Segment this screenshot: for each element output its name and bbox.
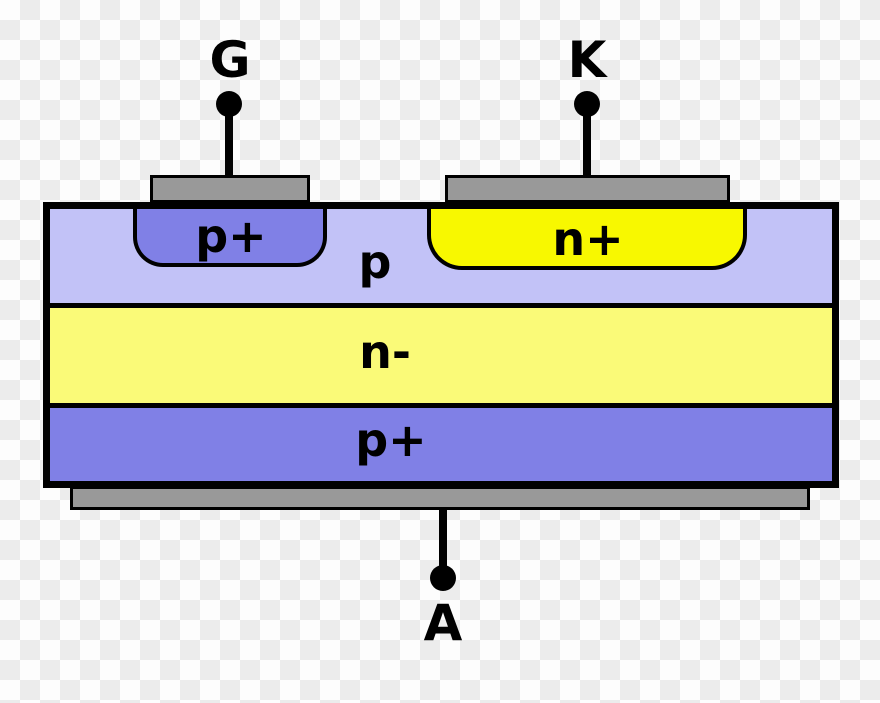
- gate-terminal-dot: [216, 91, 242, 117]
- p-plus-substrate-label: p+: [355, 413, 427, 467]
- cathode-contact-pad: [445, 175, 730, 203]
- n-plus-well-label: n+: [552, 212, 624, 266]
- p-plus-well-label: p+: [195, 209, 267, 263]
- device-body: [43, 202, 839, 488]
- gate-contact-pad: [150, 175, 310, 203]
- anode-terminal-dot: [430, 565, 456, 591]
- anode-terminal-label: A: [423, 594, 463, 652]
- gate-lead-line: [225, 104, 233, 178]
- n-plus-well: [427, 209, 747, 270]
- p-layer-label: p: [358, 235, 392, 289]
- anode-lead-line: [439, 510, 447, 578]
- n-minus-layer-label: n-: [359, 325, 411, 379]
- p-layer: [50, 209, 832, 303]
- cathode-terminal-label: K: [567, 31, 607, 89]
- anode-contact-bar: [70, 486, 810, 510]
- cathode-terminal-dot: [574, 91, 600, 117]
- p-plus-well: [133, 209, 327, 267]
- gate-terminal-label: G: [209, 31, 251, 89]
- p-plus-substrate-layer: [50, 403, 832, 481]
- n-minus-layer: [50, 303, 832, 403]
- cathode-lead-line: [583, 104, 591, 178]
